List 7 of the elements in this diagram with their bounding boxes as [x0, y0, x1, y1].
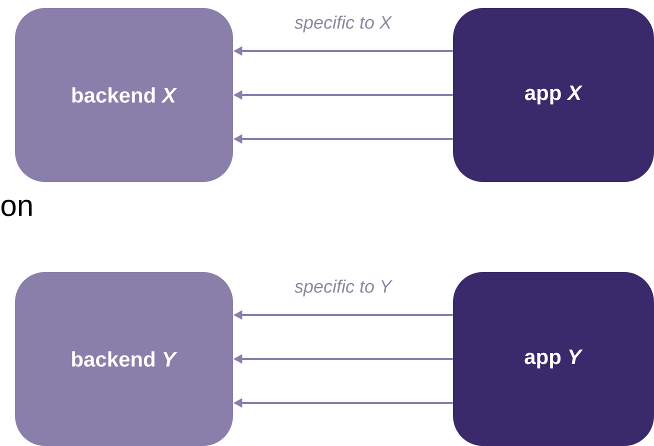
text-fragment: on	[1, 200, 32, 216]
app-box: app Y	[453, 272, 654, 446]
backend-box: backend Y	[15, 272, 233, 446]
edge-label: specific to Y	[293, 278, 393, 298]
backend-box: backend X	[15, 8, 233, 182]
edge-label: specific to X	[293, 14, 393, 34]
app-box: app X	[453, 8, 654, 182]
